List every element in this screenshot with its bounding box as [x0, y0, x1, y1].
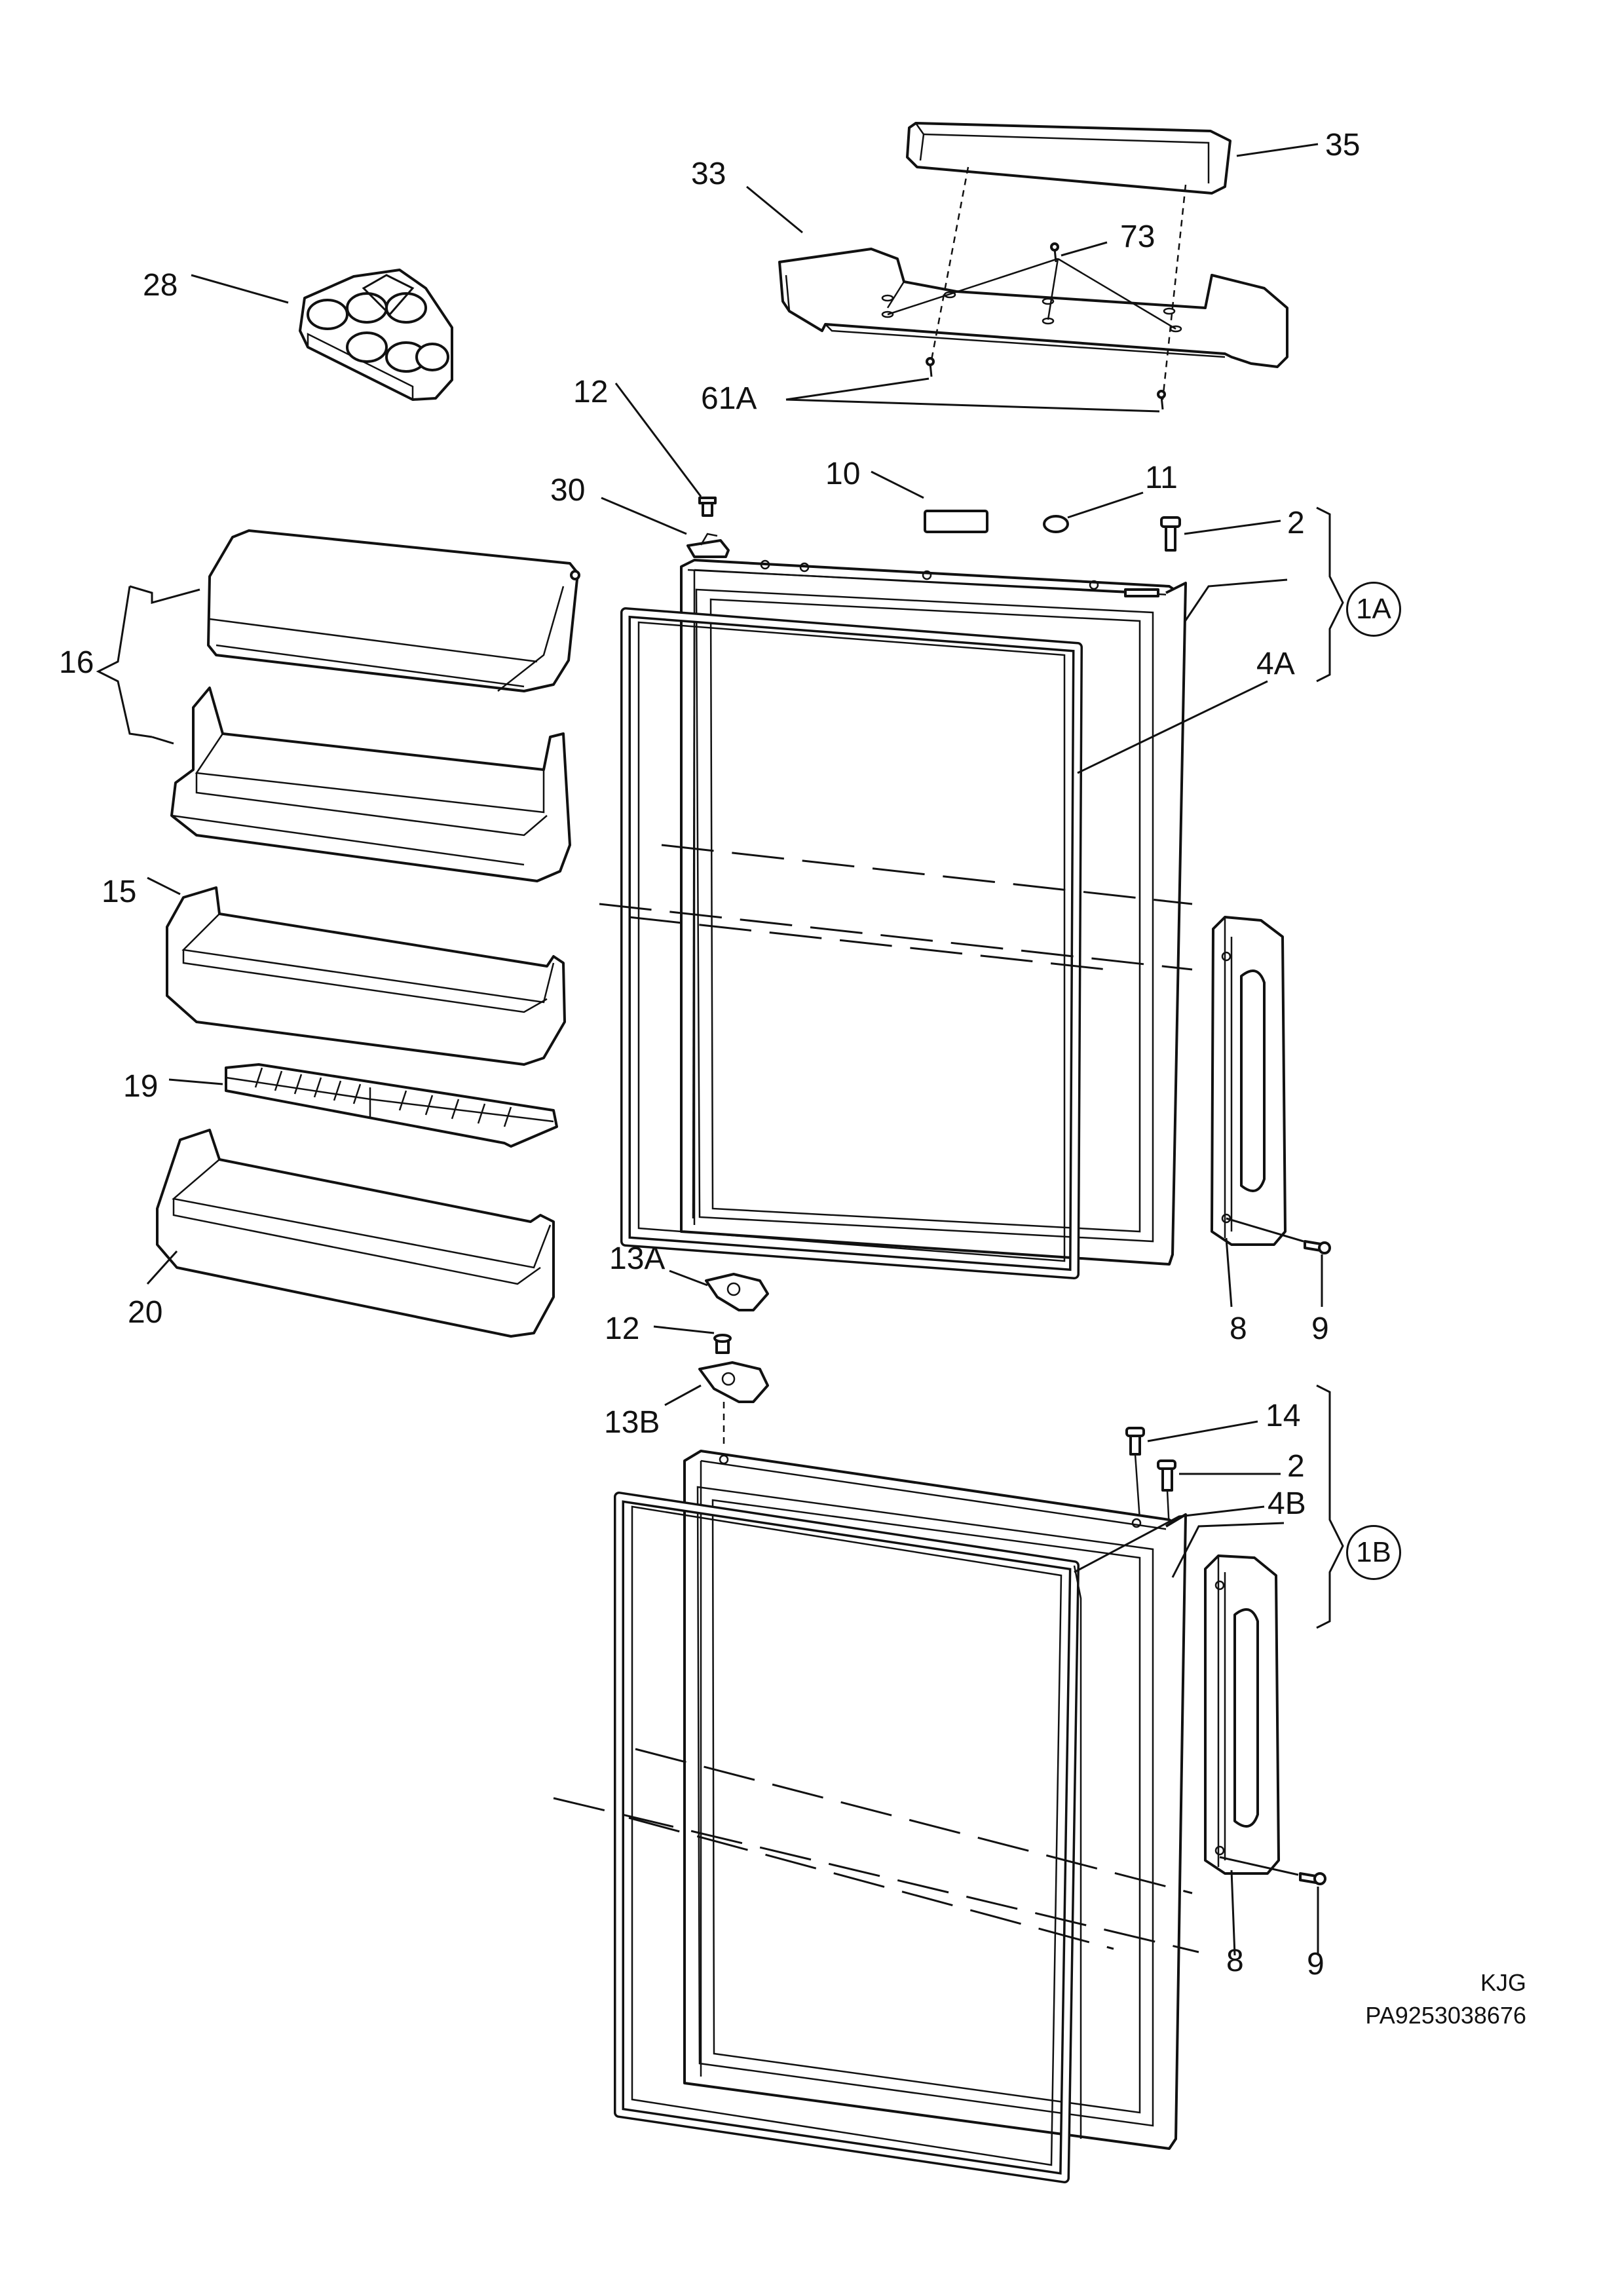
- screw-axis: [1226, 1217, 1304, 1243]
- break-line: [628, 1816, 1114, 1950]
- plug-part-11: [1043, 515, 1069, 533]
- top-trim-part: [778, 248, 1288, 368]
- break-line: [599, 903, 1193, 971]
- screw-axis: [1219, 1856, 1299, 1876]
- leader-73-fan: [887, 257, 1176, 330]
- upper-handle-part: [1211, 916, 1287, 1246]
- egg-tray-part: [299, 269, 453, 401]
- brace-16b: [96, 586, 153, 738]
- lower-handle-part: [1204, 1554, 1280, 1875]
- hinge-part-30: [686, 533, 730, 558]
- callout-4a: 4A: [1256, 647, 1295, 681]
- bottle-divider-part: [225, 1063, 558, 1148]
- hinge-pin-2-bottom: [1157, 1459, 1176, 1492]
- callout-35: 35: [1325, 128, 1361, 162]
- leader-8-top: [1225, 1237, 1233, 1308]
- leader-20: [146, 1250, 178, 1285]
- screw-9-bottom: [1299, 1872, 1326, 1885]
- leader-11: [1067, 491, 1144, 519]
- callout-10: 10: [825, 457, 861, 491]
- leader-13b: [664, 1384, 702, 1406]
- leader-28: [191, 274, 289, 304]
- leader-1a: [1183, 578, 1288, 623]
- leader-8-bottom: [1230, 1870, 1236, 1956]
- hinge-part-13a: [705, 1273, 769, 1311]
- badge-part-10: [924, 510, 988, 533]
- leader-73: [1061, 241, 1108, 257]
- callout-20: 20: [128, 1295, 163, 1330]
- hinge-pin-2-top: [1160, 516, 1181, 552]
- footer-code: KJG: [1480, 1969, 1526, 1996]
- hinge-part-13b: [698, 1361, 769, 1403]
- leader-2-top: [1184, 519, 1281, 535]
- leader-12-mid: [653, 1325, 715, 1334]
- hinge-pin-12-mid: [713, 1334, 732, 1354]
- break-line: [661, 844, 1193, 905]
- assembly-line: [1161, 184, 1187, 400]
- leader-4a: [1077, 680, 1268, 774]
- leader-16: [151, 736, 174, 745]
- footer-reference: PA9253038676: [1365, 2002, 1526, 2029]
- callout-12-mid: 12: [605, 1311, 640, 1346]
- callout-19: 19: [123, 1069, 159, 1104]
- callout-61a: 61A: [701, 381, 757, 416]
- leader-19: [168, 1078, 223, 1085]
- callout-8-top: 8: [1230, 1311, 1247, 1346]
- leader-33: [746, 185, 803, 234]
- leader-12-top: [614, 383, 702, 497]
- door-bin-part-20: [156, 1129, 555, 1338]
- callout-28: 28: [143, 268, 178, 303]
- screw-61a-left: [926, 357, 935, 377]
- upper-door-gasket: [620, 607, 1083, 1279]
- callout-14: 14: [1266, 1399, 1301, 1433]
- pin-14: [1125, 1427, 1145, 1456]
- callout-33: 33: [691, 157, 726, 191]
- callout-30: 30: [550, 473, 586, 508]
- leader-10: [871, 470, 924, 499]
- callout-13b: 13B: [604, 1405, 660, 1440]
- break-line: [628, 916, 1108, 971]
- leader-30: [601, 497, 687, 535]
- screw-61a-right: [1157, 390, 1166, 410]
- door-bin-part-15: [166, 886, 566, 1066]
- break-line: [635, 1748, 1193, 1894]
- callout-8-bottom: 8: [1226, 1944, 1244, 1978]
- upper-door-part: [680, 559, 1187, 1266]
- leader-15: [147, 876, 181, 895]
- assembly-callout-1a: 1A: [1346, 582, 1401, 637]
- leader-14: [1147, 1420, 1258, 1442]
- callout-4b: 4B: [1268, 1486, 1306, 1521]
- bracket-1b: [1316, 1384, 1344, 1629]
- dairy-compartment-part: [170, 529, 580, 882]
- callout-73: 73: [1120, 219, 1156, 254]
- callout-13a: 13A: [609, 1241, 666, 1276]
- brace-16: [129, 585, 200, 604]
- leader-61a: [785, 377, 1160, 413]
- callout-15: 15: [102, 875, 137, 909]
- callout-2-bottom: 2: [1287, 1449, 1305, 1484]
- lower-door-part: [683, 1450, 1187, 2150]
- callout-2-top: 2: [1287, 506, 1305, 540]
- callout-11: 11: [1145, 461, 1178, 495]
- leader-13a: [669, 1270, 708, 1287]
- screw-9-top: [1304, 1240, 1331, 1254]
- leader-4b: [1074, 1505, 1265, 1573]
- callout-12-top: 12: [573, 375, 609, 409]
- callout-9-bottom: 9: [1307, 1947, 1325, 1982]
- hinge-pin-12: [698, 497, 717, 517]
- callout-16: 16: [59, 645, 94, 680]
- leader-35: [1236, 143, 1319, 157]
- bracket-1a: [1316, 506, 1344, 683]
- callout-9-top: 9: [1311, 1311, 1329, 1346]
- leader-1b: [1171, 1522, 1285, 1578]
- assembly-line: [929, 166, 969, 367]
- top-cover-part: [906, 122, 1231, 195]
- assembly-callout-1b: 1B: [1346, 1525, 1401, 1580]
- break-line: [553, 1797, 1199, 1953]
- lower-door-gasket: [614, 1492, 1082, 2183]
